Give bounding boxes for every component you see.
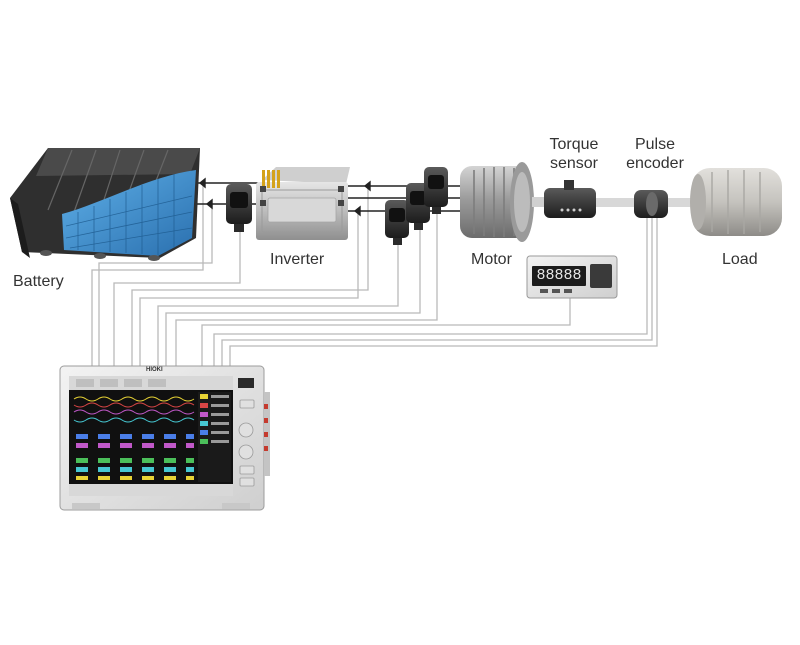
inverter-unit	[256, 167, 350, 240]
measurement-cables	[91, 183, 658, 368]
waveform-bars	[76, 434, 194, 480]
torque-sensor-label: Torque sensor	[549, 136, 599, 172]
motor-label: Motor	[471, 251, 512, 268]
torque-meter-display: 88888	[536, 267, 582, 284]
battery-label: Battery	[13, 273, 64, 290]
current-sensor-dc	[226, 184, 252, 232]
torque-meter	[526, 255, 618, 299]
power-analyzer	[59, 365, 270, 511]
pulse-encoder-label: Pulse encoder	[626, 136, 684, 172]
load-label: Load	[722, 251, 758, 268]
inverter-label: Inverter	[270, 251, 325, 268]
battery-pack	[10, 148, 200, 261]
current-sensor-phase-3	[424, 167, 448, 214]
current-sensor-phase-1	[385, 200, 409, 245]
analyzer-brand-logo: HIOKI	[146, 367, 163, 373]
load-unit	[690, 168, 782, 236]
torque-sensor-unit	[544, 180, 634, 218]
motor-unit	[460, 162, 548, 242]
pulse-encoder-unit	[634, 190, 696, 218]
